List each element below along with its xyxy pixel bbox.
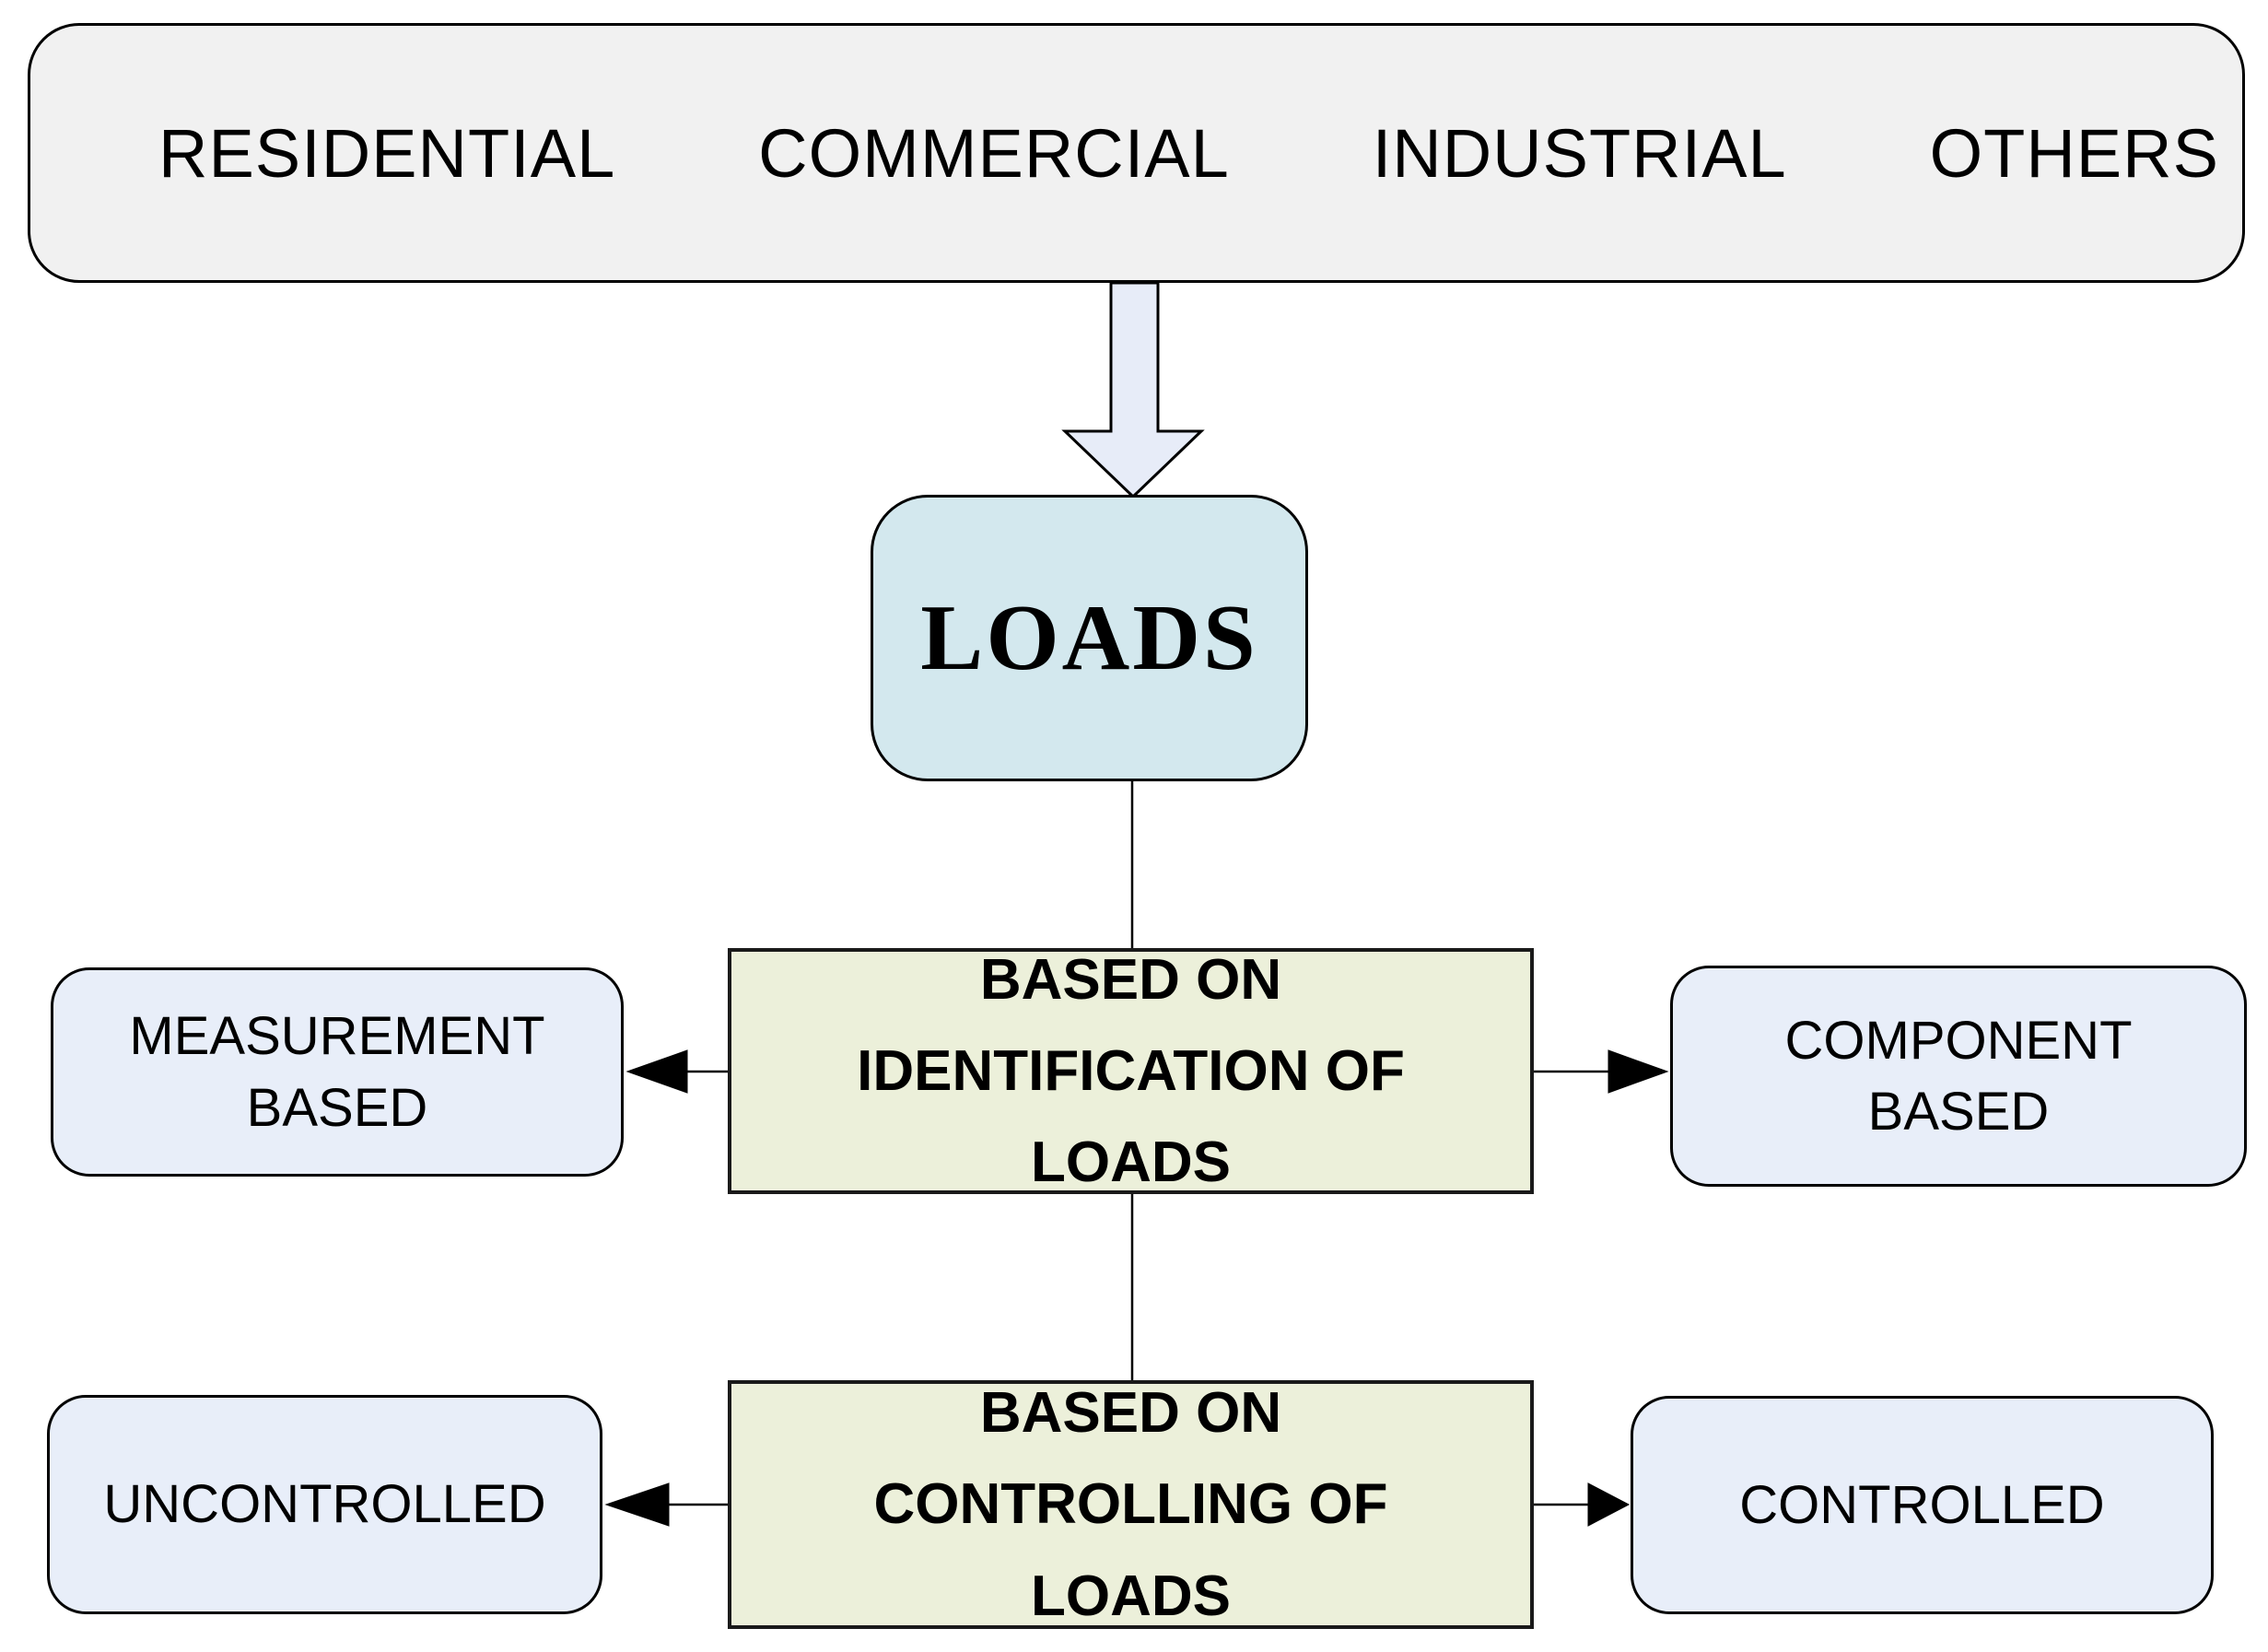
node-based-on-controlling: BASED ON CONTROLLING OF LOADS [728, 1380, 1534, 1629]
category-others: OTHERS [1929, 114, 2219, 192]
node-component-based-label: COMPONENT BASED [1784, 1010, 2133, 1142]
category-bar: RESIDENTIAL COMMERCIAL INDUSTRIAL OTHERS [28, 23, 2245, 283]
node-measurement-based-label: MEASUREMENT BASED [129, 1006, 545, 1138]
node-controlled-label: CONTROLLED [1739, 1474, 2105, 1535]
node-controlled: CONTROLLED [1631, 1396, 2214, 1614]
node-loads-label: LOADS [920, 586, 1258, 690]
category-residential: RESIDENTIAL [158, 114, 616, 192]
node-based-on-identification: BASED ON IDENTIFICATION OF LOADS [728, 948, 1534, 1194]
category-commercial: COMMERCIAL [758, 114, 1230, 192]
node-measurement-based: MEASUREMENT BASED [51, 967, 624, 1177]
node-uncontrolled: UNCONTROLLED [47, 1395, 602, 1614]
category-industrial: INDUSTRIAL [1372, 114, 1787, 192]
right-arrowhead-icon [1587, 1482, 1631, 1527]
down-block-arrow-icon [1061, 281, 1205, 499]
node-based-on-identification-label: BASED ON IDENTIFICATION OF LOADS [857, 947, 1405, 1195]
right-arrowhead-icon [1607, 1049, 1669, 1094]
node-loads: LOADS [871, 495, 1308, 781]
node-component-based: COMPONENT BASED [1670, 966, 2247, 1187]
node-uncontrolled-label: UNCONTROLLED [103, 1474, 546, 1535]
left-arrowhead-icon [604, 1482, 670, 1527]
left-arrowhead-icon [625, 1049, 688, 1094]
node-based-on-controlling-label: BASED ON CONTROLLING OF LOADS [873, 1381, 1388, 1628]
